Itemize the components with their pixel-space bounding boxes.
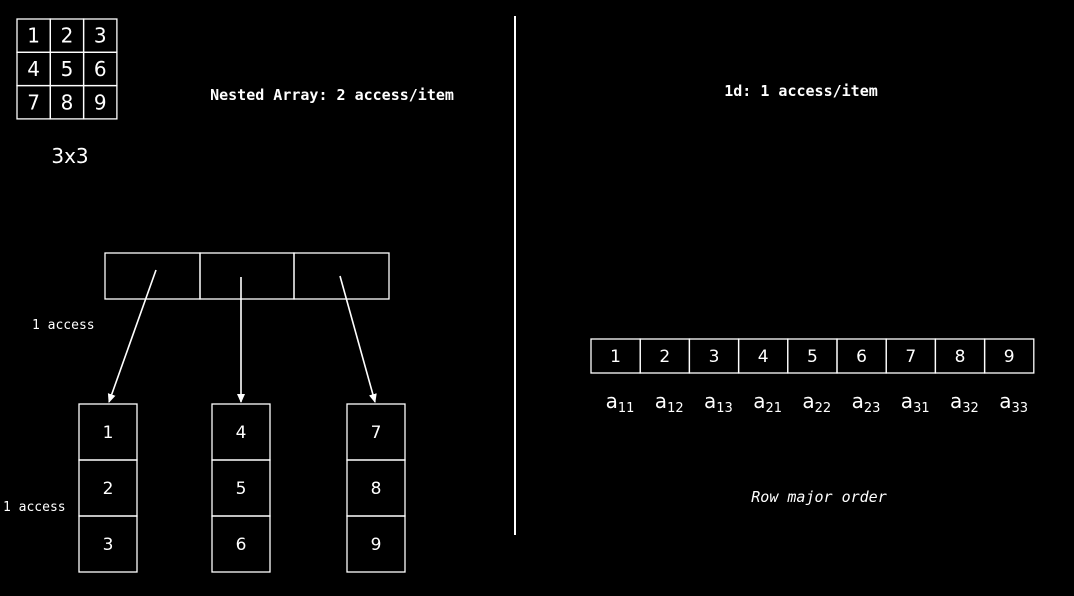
index-label: a23: [852, 389, 881, 416]
inner-array-cell: [211, 515, 271, 573]
flat-array-value: 4: [758, 347, 769, 367]
pointer-arrow: [339, 275, 377, 403]
matrix-cell-value: 3: [94, 24, 107, 48]
pointer-arrow: [107, 269, 157, 403]
flat-array-value: 2: [659, 347, 670, 367]
index-label: a21: [753, 389, 782, 416]
flat-array-title: 1d: 1 access/item: [724, 82, 878, 100]
matrix-cell-value: 1: [27, 24, 40, 48]
matrix-cell-value: 8: [61, 90, 74, 114]
inner-array: 4 5 6: [211, 403, 271, 573]
index-label: a31: [901, 389, 930, 416]
inner-array-value: 8: [371, 479, 382, 499]
inner-array-value: 7: [371, 423, 382, 443]
inner-access-label: 1 access: [3, 500, 66, 515]
index-label: a13: [704, 389, 733, 416]
flat-array-cell: [983, 338, 1035, 374]
flat-array-value: 9: [1004, 347, 1015, 367]
index-label: a32: [950, 389, 979, 416]
inner-array-value: 1: [103, 423, 114, 443]
flat-array-value: 7: [905, 347, 916, 367]
outer-array-slot: [199, 252, 295, 300]
matrix-cell-value: 4: [27, 57, 40, 81]
inner-array-value: 6: [236, 535, 247, 555]
row-major-caption: Row major order: [751, 488, 886, 506]
outer-access-label: 1 access: [32, 318, 95, 333]
matrix-cell: [82, 84, 118, 120]
flat-array-value: 5: [807, 347, 818, 367]
inner-array-cell: [346, 515, 406, 573]
flat-array-value: 1: [610, 347, 621, 367]
inner-array: 1 2 3: [78, 403, 138, 573]
inner-arrays: 1 2 3 4 5 6 7 8 9: [78, 403, 406, 573]
outer-array-slot: [104, 252, 201, 300]
index-label: a33: [999, 389, 1028, 416]
matrix-size-label: 3x3: [51, 144, 88, 168]
inner-array: 7 8 9: [346, 403, 406, 573]
index-label: a11: [606, 389, 635, 416]
index-label: a22: [802, 389, 831, 416]
inner-array-value: 5: [236, 479, 247, 499]
flat-array-value: 8: [955, 347, 966, 367]
matrix-cell-value: 2: [61, 24, 74, 48]
flat-array-value: 3: [709, 347, 720, 367]
inner-array-value: 2: [103, 479, 114, 499]
flat-array: 1 2 3 4 5 6 7 8 9: [590, 338, 1035, 374]
inner-array-cell: [78, 515, 138, 573]
index-label: a12: [655, 389, 684, 416]
matrix-cell-value: 6: [94, 57, 107, 81]
nested-array-title: Nested Array: 2 access/item: [210, 86, 454, 104]
index-labels: a11 a12 a13 a21 a22 a23 a31 a32 a33: [606, 389, 1028, 416]
inner-array-value: 3: [103, 535, 114, 555]
inner-array-value: 4: [236, 423, 247, 443]
inner-array-value: 9: [371, 535, 382, 555]
matrix-cell-value: 7: [27, 90, 40, 114]
matrix-cell-value: 5: [61, 57, 74, 81]
flat-array-value: 6: [856, 347, 867, 367]
outer-pointer-array: [104, 252, 390, 300]
matrix-cell-value: 9: [94, 90, 107, 114]
outer-array-slot: [293, 252, 390, 300]
